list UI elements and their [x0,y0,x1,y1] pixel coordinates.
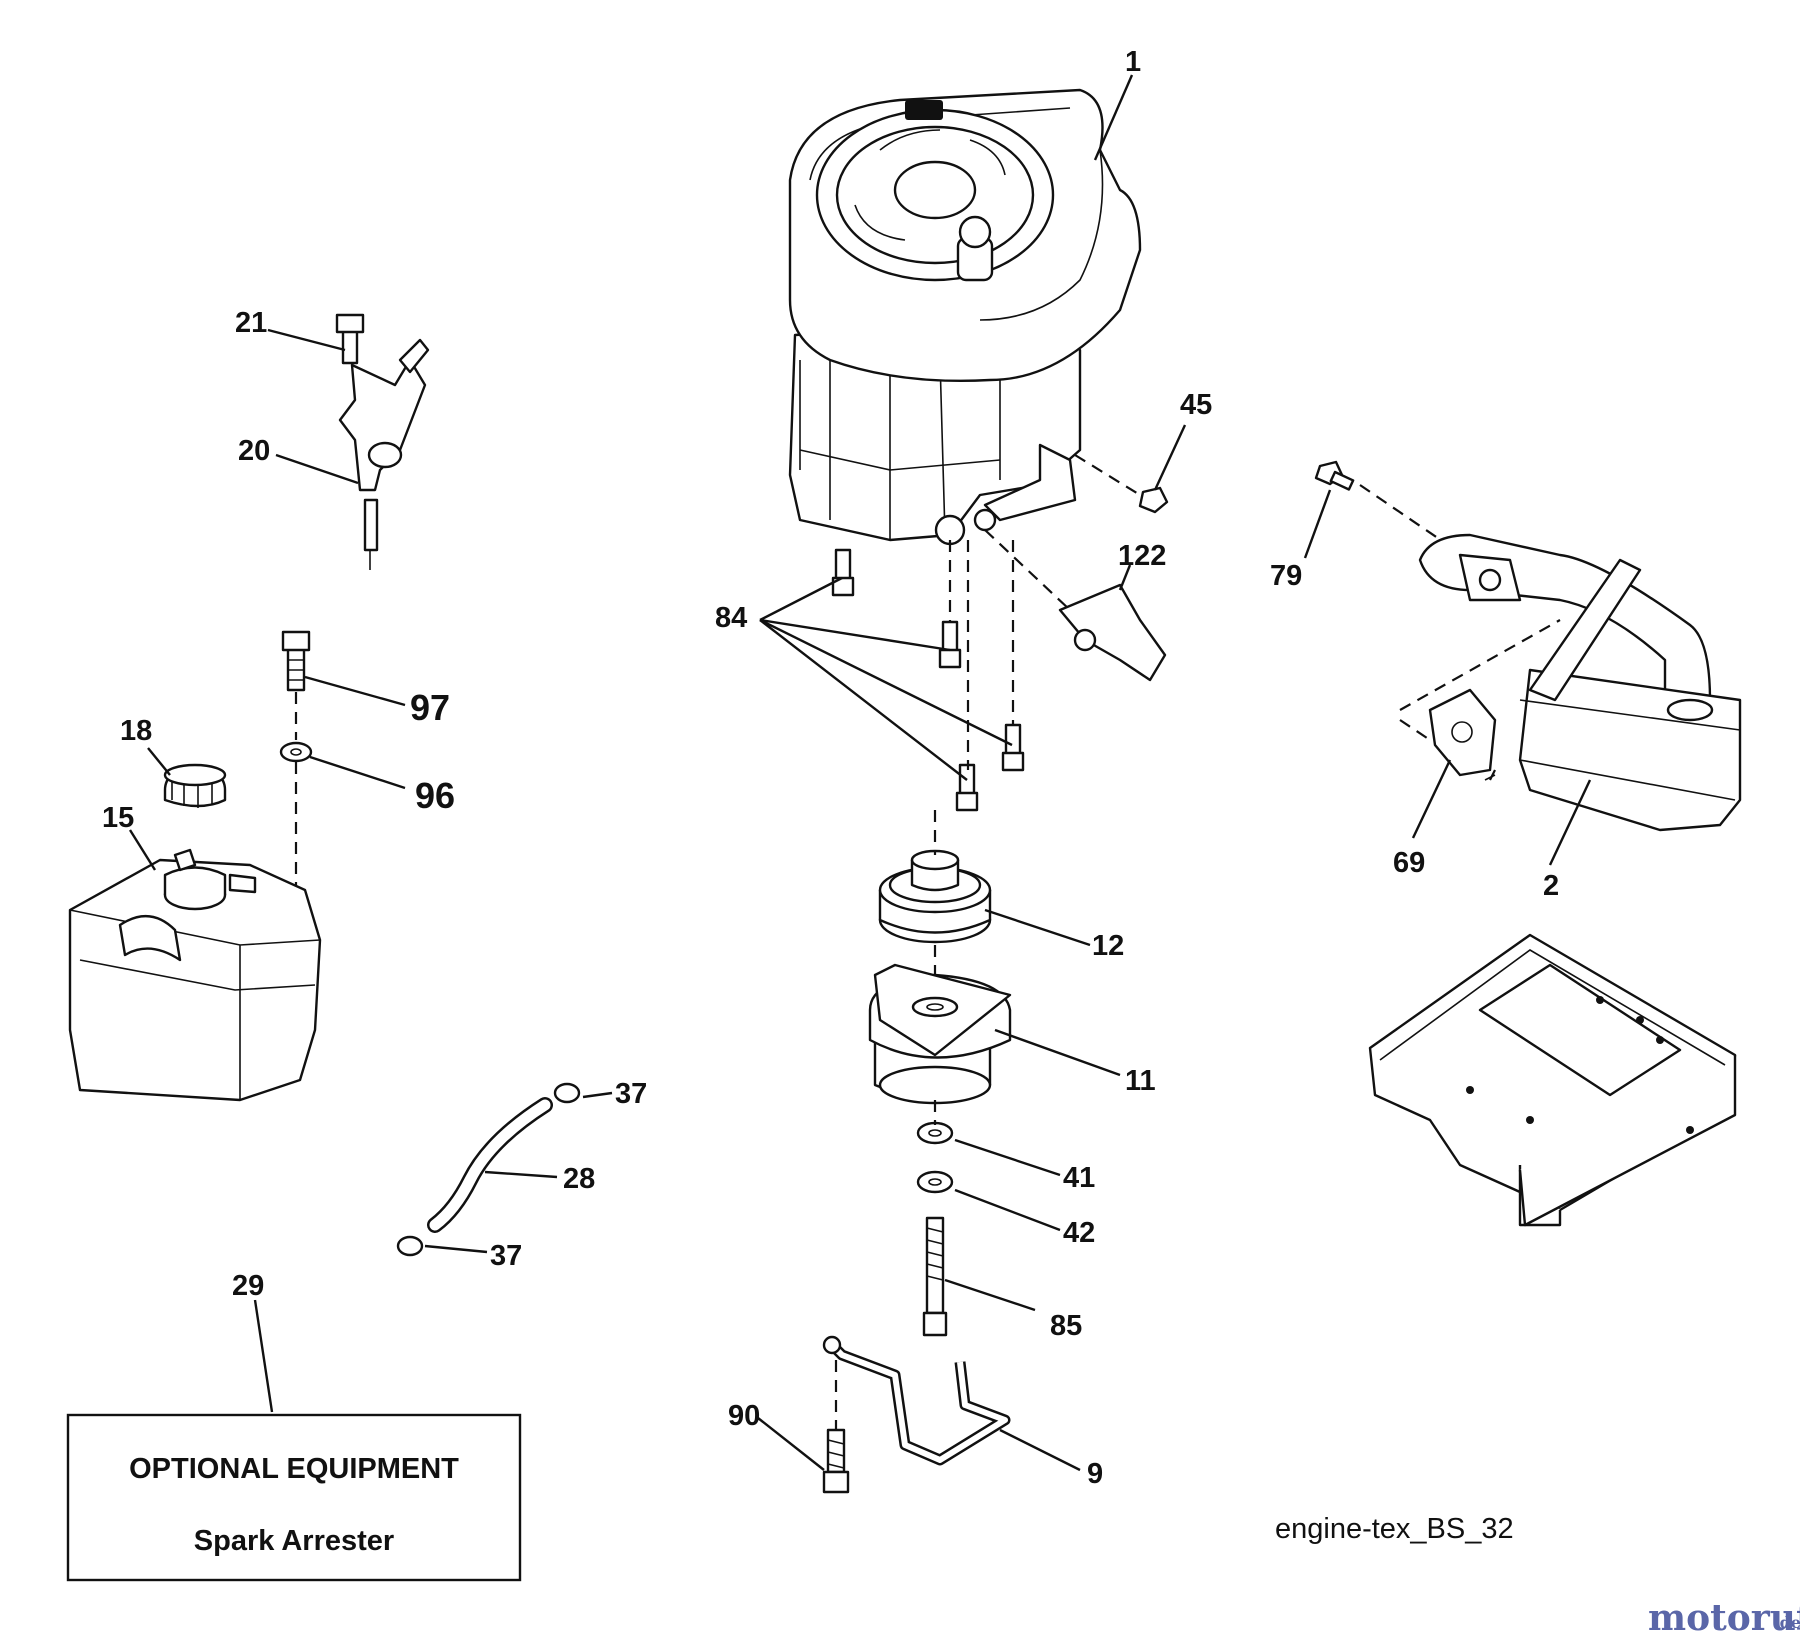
clamp-icon [396,1082,581,1257]
electric-clutch-icon [868,963,1012,1105]
callout-37-top: 37 [615,1078,647,1110]
callout-29: 29 [232,1270,264,1302]
callout-28: 28 [563,1163,595,1195]
callout-1: 1 [1125,46,1141,78]
gasket-icon [1428,688,1497,777]
pulley-icon [878,849,992,944]
bolt-icon [922,1216,948,1337]
callout-69: 69 [1393,847,1425,879]
engine-icon [788,88,1142,546]
callout-97: 97 [410,687,450,728]
washer-icon [916,1170,954,1194]
watermark-text: motoruf [1648,1597,1800,1637]
bolt-icon [1001,723,1025,772]
callout-84: 84 [715,602,747,634]
washer-icon [916,1121,954,1145]
callout-11: 11 [1125,1065,1156,1097]
svg-text:motoruf: motoruf [1648,1597,1800,1637]
fuel-tank-icon [68,848,322,1102]
mounting-plate-icon [1368,933,1737,1227]
callout-12: 12 [1092,930,1124,962]
clutch-bracket-icon [822,1335,1011,1466]
watermark-logo: motoruf .de [1648,1597,1800,1637]
bolt-icon [1314,460,1355,491]
callout-2: 2 [1543,870,1559,902]
callout-41: 41 [1063,1162,1095,1194]
fuel-line-icon [427,1097,553,1233]
callout-21: 21 [235,307,267,339]
watermark-tld: .de [1774,1613,1800,1632]
optional-equipment-title: OPTIONAL EQUIPMENT [129,1453,459,1485]
callout-45: 45 [1180,389,1212,421]
callout-9: 9 [1087,1458,1103,1490]
callout-122: 122 [1118,540,1166,572]
diagram-reference: engine-tex_BS_32 [1275,1513,1514,1545]
callout-96: 96 [415,775,455,816]
washer-icon [279,741,313,763]
bolt-icon [1138,486,1169,514]
optional-equipment-box: OPTIONAL EQUIPMENT Spark Arrester [66,1413,522,1582]
bolt-icon [831,548,855,597]
callout-79: 79 [1270,560,1302,592]
callout-90: 90 [728,1400,760,1432]
callout-37-bottom: 37 [490,1240,522,1272]
bolt-icon [955,763,979,812]
throttle-bracket-icon [335,313,430,570]
callout-42: 42 [1063,1217,1095,1249]
optional-equipment-item: Spark Arrester [194,1525,394,1557]
muffler-icon [1418,533,1742,832]
deflector-icon [1058,583,1167,682]
bolt-icon [938,620,962,669]
bolt-icon [281,630,311,692]
fuel-cap-icon [163,763,227,808]
callout-15: 15 [102,802,134,834]
callout-20: 20 [238,435,270,467]
bolt-icon [822,1428,850,1494]
callout-85: 85 [1050,1310,1082,1342]
callout-18: 18 [120,715,152,747]
